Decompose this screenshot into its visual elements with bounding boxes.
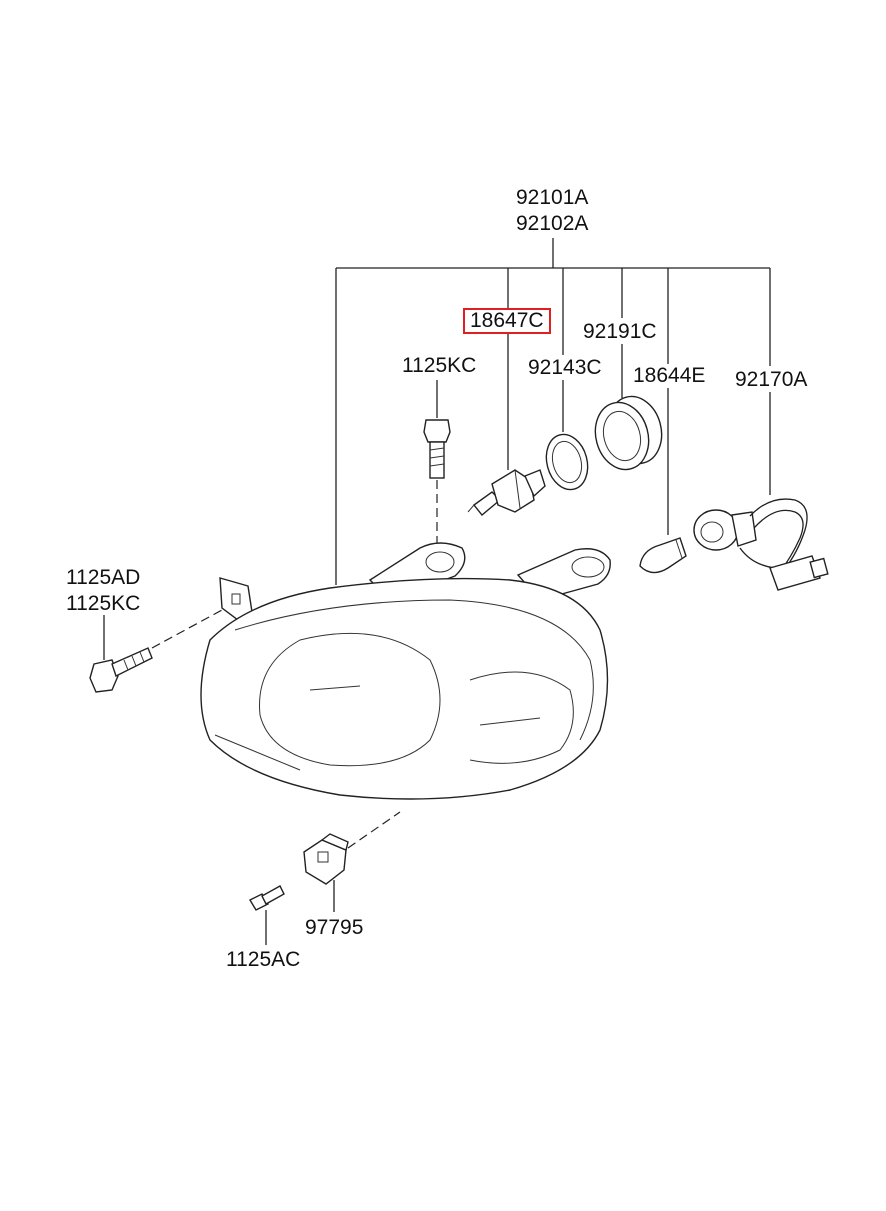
headlamp-housing-part: [200, 542, 611, 800]
label-left-bolt-top: 1125AD: [66, 566, 141, 589]
label-wiring: 92170A: [735, 368, 808, 391]
assembly-leader-lines: [335, 238, 771, 585]
label-assembly-top: 92101A: [516, 186, 589, 209]
small-bulb-part: [639, 537, 687, 574]
bracket-clip-part: [303, 811, 401, 912]
bulb-18647c-part: [467, 469, 546, 516]
label-ring-small: 92143C: [528, 356, 602, 379]
label-assembly-bottom: 92102A: [516, 212, 589, 235]
bottom-screw-part: [249, 885, 285, 945]
large-ring-part: [594, 395, 663, 471]
label-ring-large: 92191C: [583, 320, 657, 343]
left-bolt-part: [89, 577, 253, 693]
label-upper-bolt: 1125KC: [402, 354, 477, 377]
wiring-harness-part: [693, 498, 829, 591]
label-bulb-socket-highlighted[interactable]: 18647C: [463, 308, 551, 334]
label-bottom-screw: 1125AC: [226, 948, 301, 971]
small-ring-part: [545, 433, 589, 491]
label-small-bulb: 18644E: [633, 364, 706, 387]
label-left-bolt-bottom: 1125KC: [66, 592, 141, 615]
upper-bolt-part: [423, 380, 451, 548]
label-bracket-clip: 97795: [305, 916, 364, 939]
